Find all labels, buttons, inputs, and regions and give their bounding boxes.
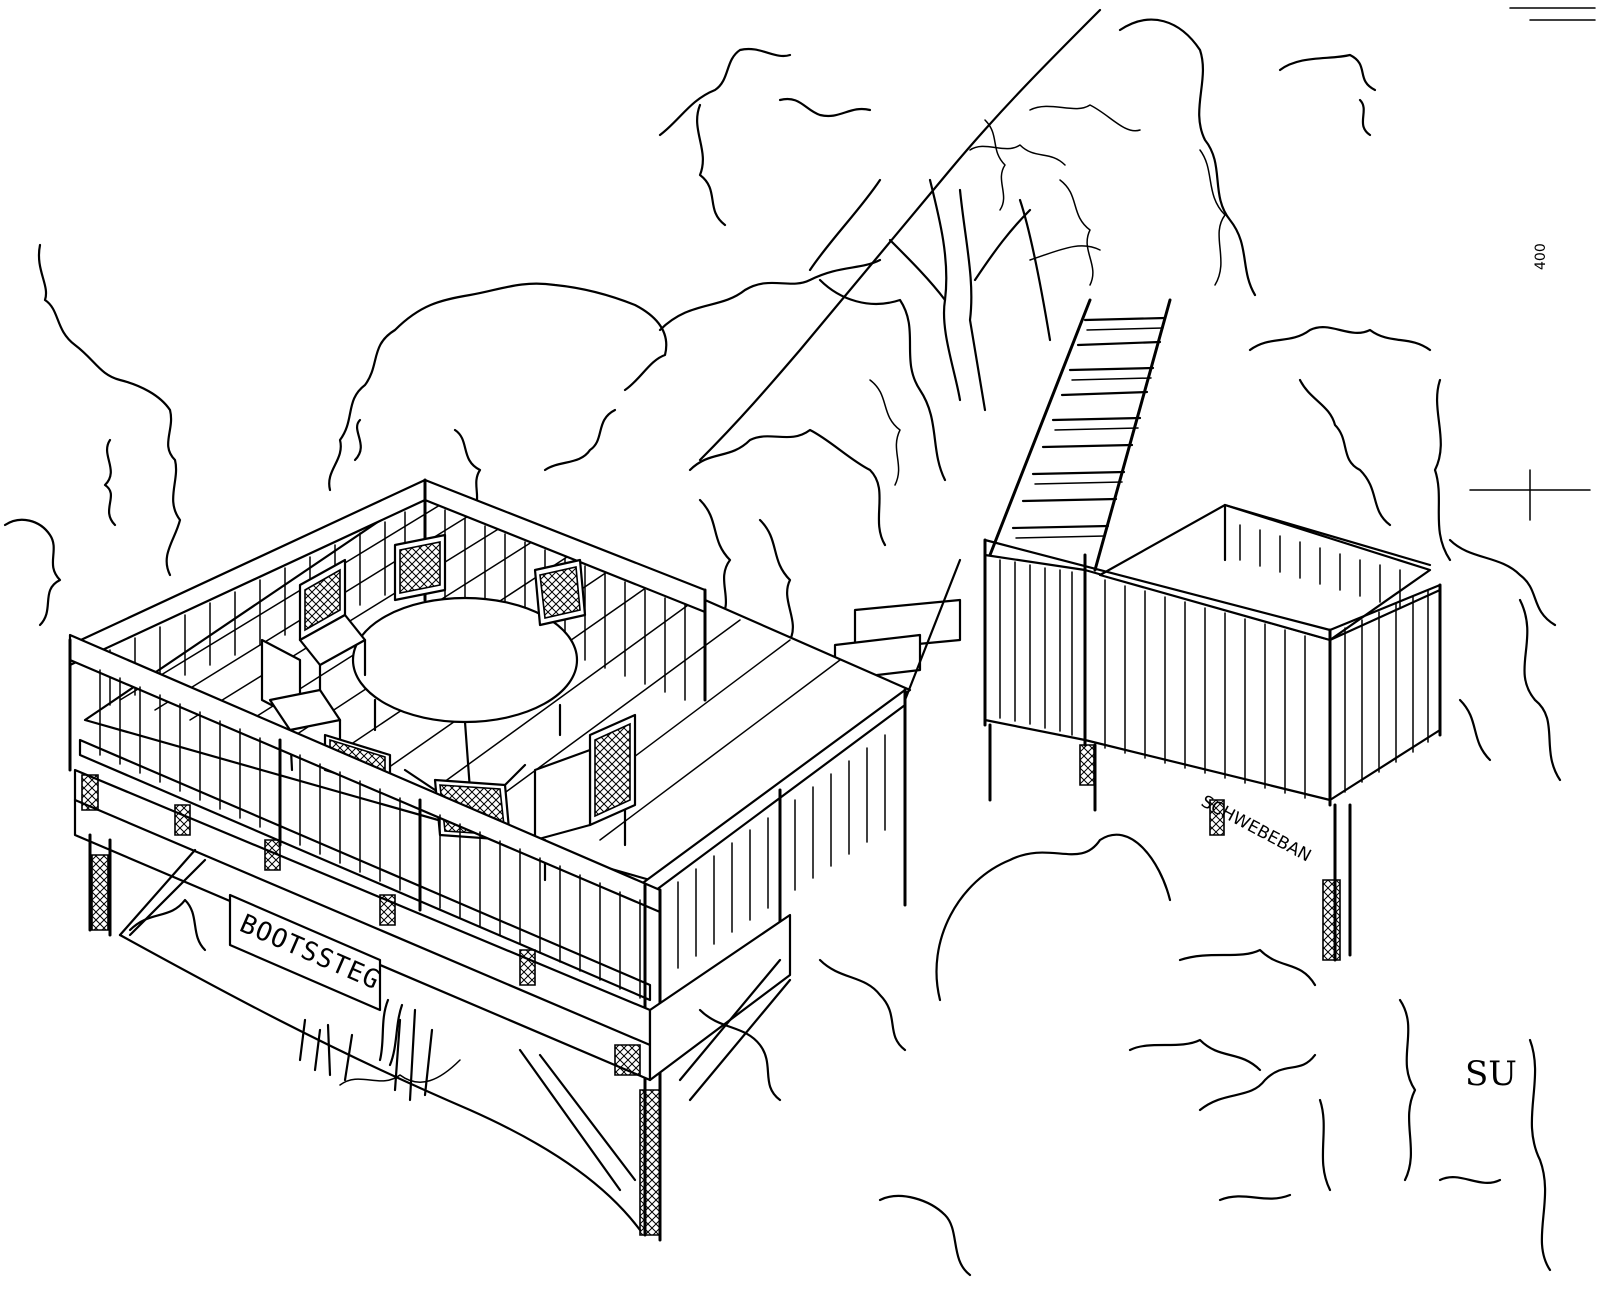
round-table [351, 596, 579, 792]
ground-foliage [128, 898, 1552, 1277]
front-balusters [99, 669, 641, 999]
staircase [988, 298, 1172, 572]
chair-back-left [298, 558, 367, 702]
walkway-bridge: SCHWEBEBAN [983, 503, 1442, 962]
tree [698, 8, 1102, 462]
corner-mark: SU [1465, 1054, 1517, 1094]
chair-back-right [533, 558, 587, 627]
chair-left [260, 638, 342, 772]
walkway-balusters [999, 524, 1429, 799]
chair-back-middle [393, 533, 447, 602]
edge-reference-line [1469, 7, 1596, 521]
chair-front-right [533, 713, 637, 882]
main-deck [68, 478, 912, 1242]
edge-dimension: 400 [1533, 243, 1549, 270]
